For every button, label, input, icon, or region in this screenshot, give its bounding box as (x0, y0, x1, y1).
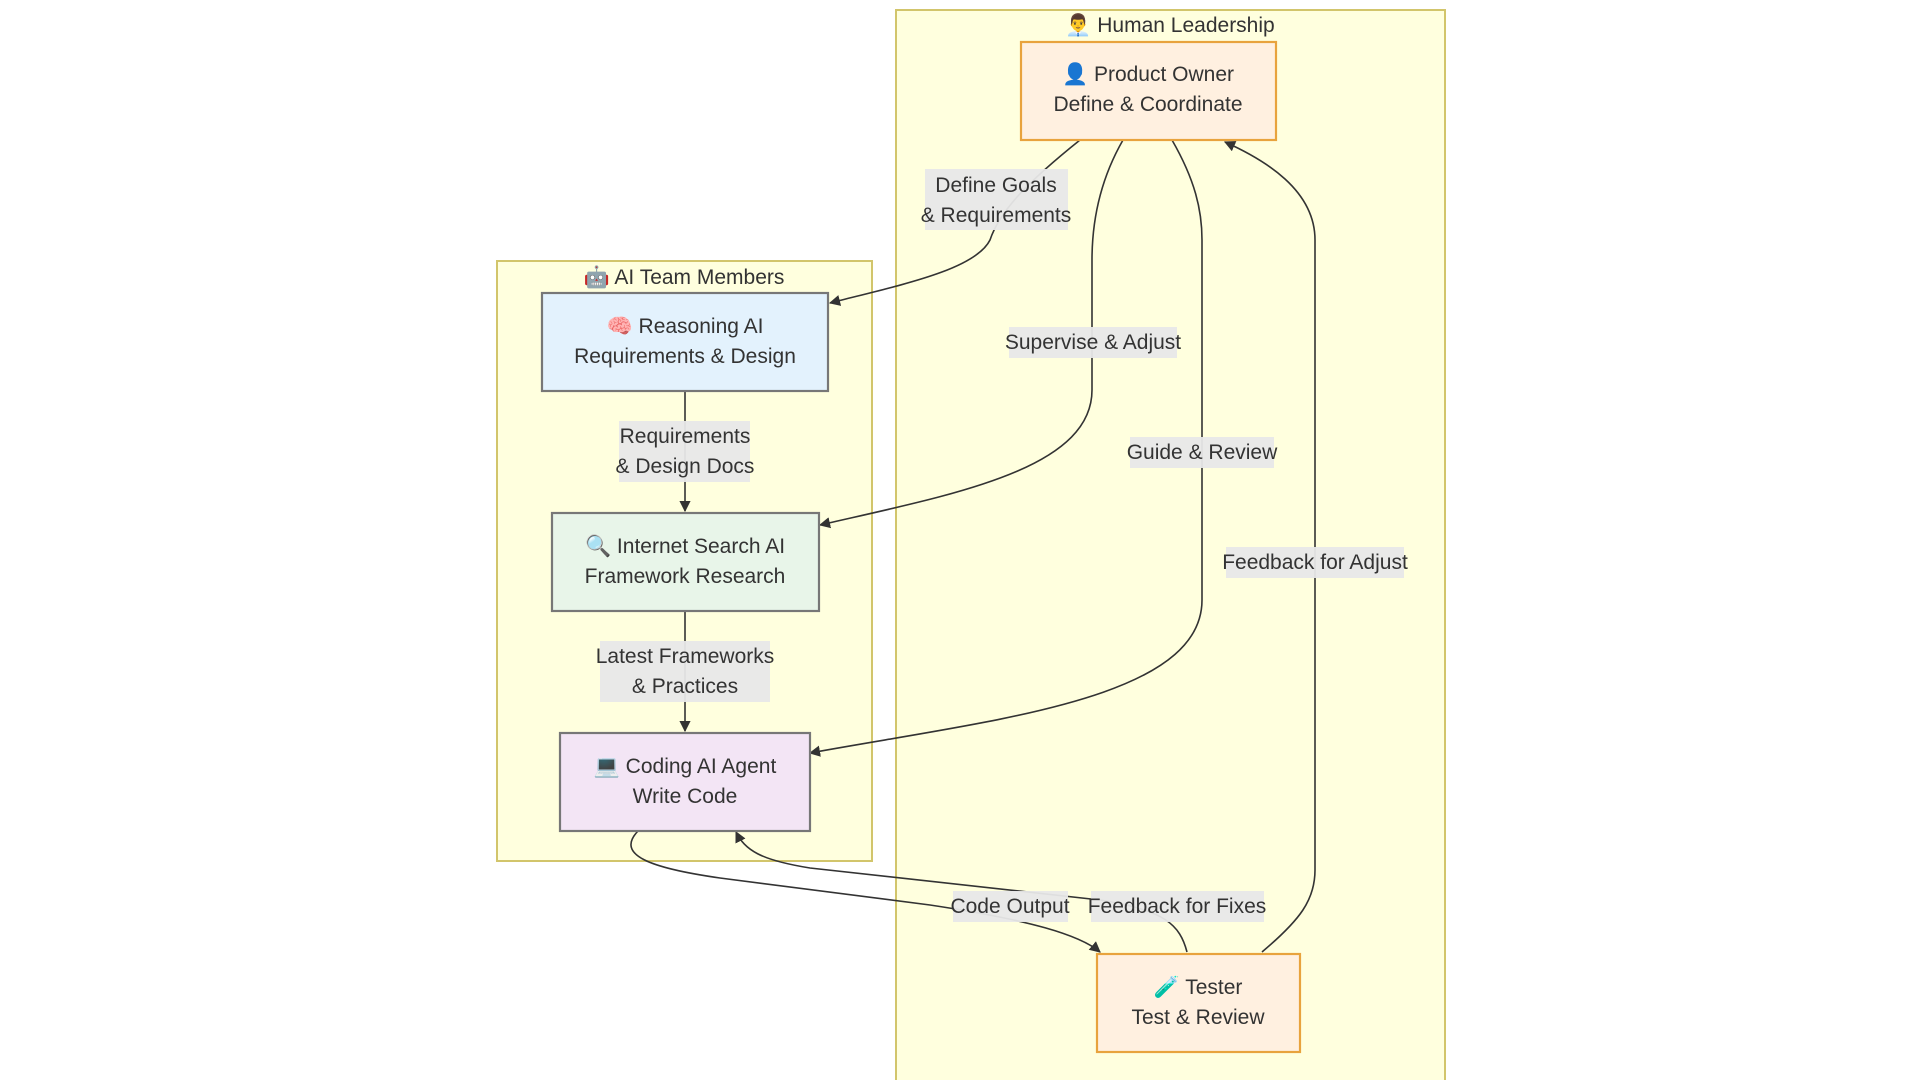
node-tester-line1: 🧪 Tester (1154, 975, 1243, 999)
edge-label-latest-frameworks-line2: & Practices (632, 675, 738, 698)
node-internet-search-ai-line2: Framework Research (585, 565, 786, 588)
node-product-owner-box[interactable] (1019, 40, 1278, 142)
edge-label-guide-review: Guide & Review (1127, 437, 1278, 468)
node-coding-ai-agent-line2: Write Code (633, 785, 738, 808)
edge-label-supervise-adjust-bg (1009, 327, 1177, 358)
edge-label-latest-frameworks-line1: Latest Frameworks (596, 645, 775, 668)
edge-code-output (630, 830, 1101, 953)
edge-label-latest-frameworks: Latest Frameworks & Practices (596, 641, 775, 702)
node-tester[interactable]: 🧪 Tester Test & Review (1095, 952, 1302, 1054)
edge-supervise-adjust (818, 139, 1124, 529)
edge-label-code-output-bg (953, 891, 1068, 922)
node-reasoning-ai-line1: 🧠 Reasoning AI (607, 315, 764, 338)
node-coding-ai-agent[interactable]: 💻 Coding AI Agent Write Code (558, 731, 812, 833)
edge-label-define-goals-bg (925, 169, 1068, 230)
edge-label-supervise-adjust-text: Supervise & Adjust (1005, 331, 1181, 354)
edge-label-code-output-text: Code Output (950, 895, 1069, 918)
cluster-ai-team-title: 🤖 AI Team Members (584, 264, 785, 289)
edge-label-feedback-adjust-text: Feedback for Adjust (1222, 551, 1408, 574)
edge-label-latest-frameworks-bg (600, 641, 770, 702)
edge-label-define-goals-line2: & Requirements (921, 204, 1072, 227)
node-internet-search-ai-line1: 🔍 Internet Search AI (585, 532, 785, 558)
edge-label-supervise-adjust: Supervise & Adjust (1005, 327, 1181, 358)
node-product-owner-line1: 👤 Product Owner (1062, 61, 1234, 86)
edge-label-feedback-fixes-text: Feedback for Fixes (1088, 895, 1267, 918)
edge-feedback-adjust (1223, 141, 1316, 953)
edge-label-code-output: Code Output (950, 891, 1070, 922)
edge-label-define-goals-line1: Define Goals (935, 174, 1056, 197)
node-product-owner[interactable]: 👤 Product Owner Define & Coordinate (1019, 40, 1278, 142)
node-product-owner-line2: Define & Coordinate (1053, 93, 1242, 116)
edge-label-req-design-docs-line1: Requirements (620, 425, 751, 448)
edge-label-define-goals: Define Goals & Requirements (921, 169, 1072, 230)
node-coding-ai-agent-line1: 💻 Coding AI Agent (594, 755, 777, 778)
edge-label-guide-review-text: Guide & Review (1127, 441, 1278, 464)
edge-label-feedback-adjust-bg (1226, 547, 1404, 578)
node-internet-search-ai-box[interactable] (550, 511, 821, 613)
node-tester-box[interactable] (1095, 952, 1302, 1054)
edge-label-guide-review-bg (1130, 437, 1274, 468)
cluster-human-leadership-title: 👨‍💼 Human Leadership (1065, 12, 1274, 37)
edge-label-req-design-docs: Requirements & Design Docs (616, 421, 755, 482)
edge-label-feedback-fixes-bg (1091, 891, 1264, 922)
edge-label-req-design-docs-bg (619, 421, 750, 482)
edge-label-req-design-docs-line2: & Design Docs (616, 455, 755, 478)
node-reasoning-ai-box[interactable] (540, 291, 830, 393)
edge-label-feedback-adjust: Feedback for Adjust (1222, 547, 1408, 578)
node-reasoning-ai[interactable]: 🧠 Reasoning AI Requirements & Design (540, 291, 830, 393)
edge-label-feedback-fixes: Feedback for Fixes (1088, 891, 1267, 922)
node-coding-ai-agent-box[interactable] (558, 731, 812, 833)
node-reasoning-ai-line2: Requirements & Design (574, 345, 796, 368)
node-tester-line2: Test & Review (1131, 1006, 1265, 1029)
node-internet-search-ai[interactable]: 🔍 Internet Search AI Framework Research (550, 511, 821, 613)
edge-guide-review (808, 139, 1203, 757)
